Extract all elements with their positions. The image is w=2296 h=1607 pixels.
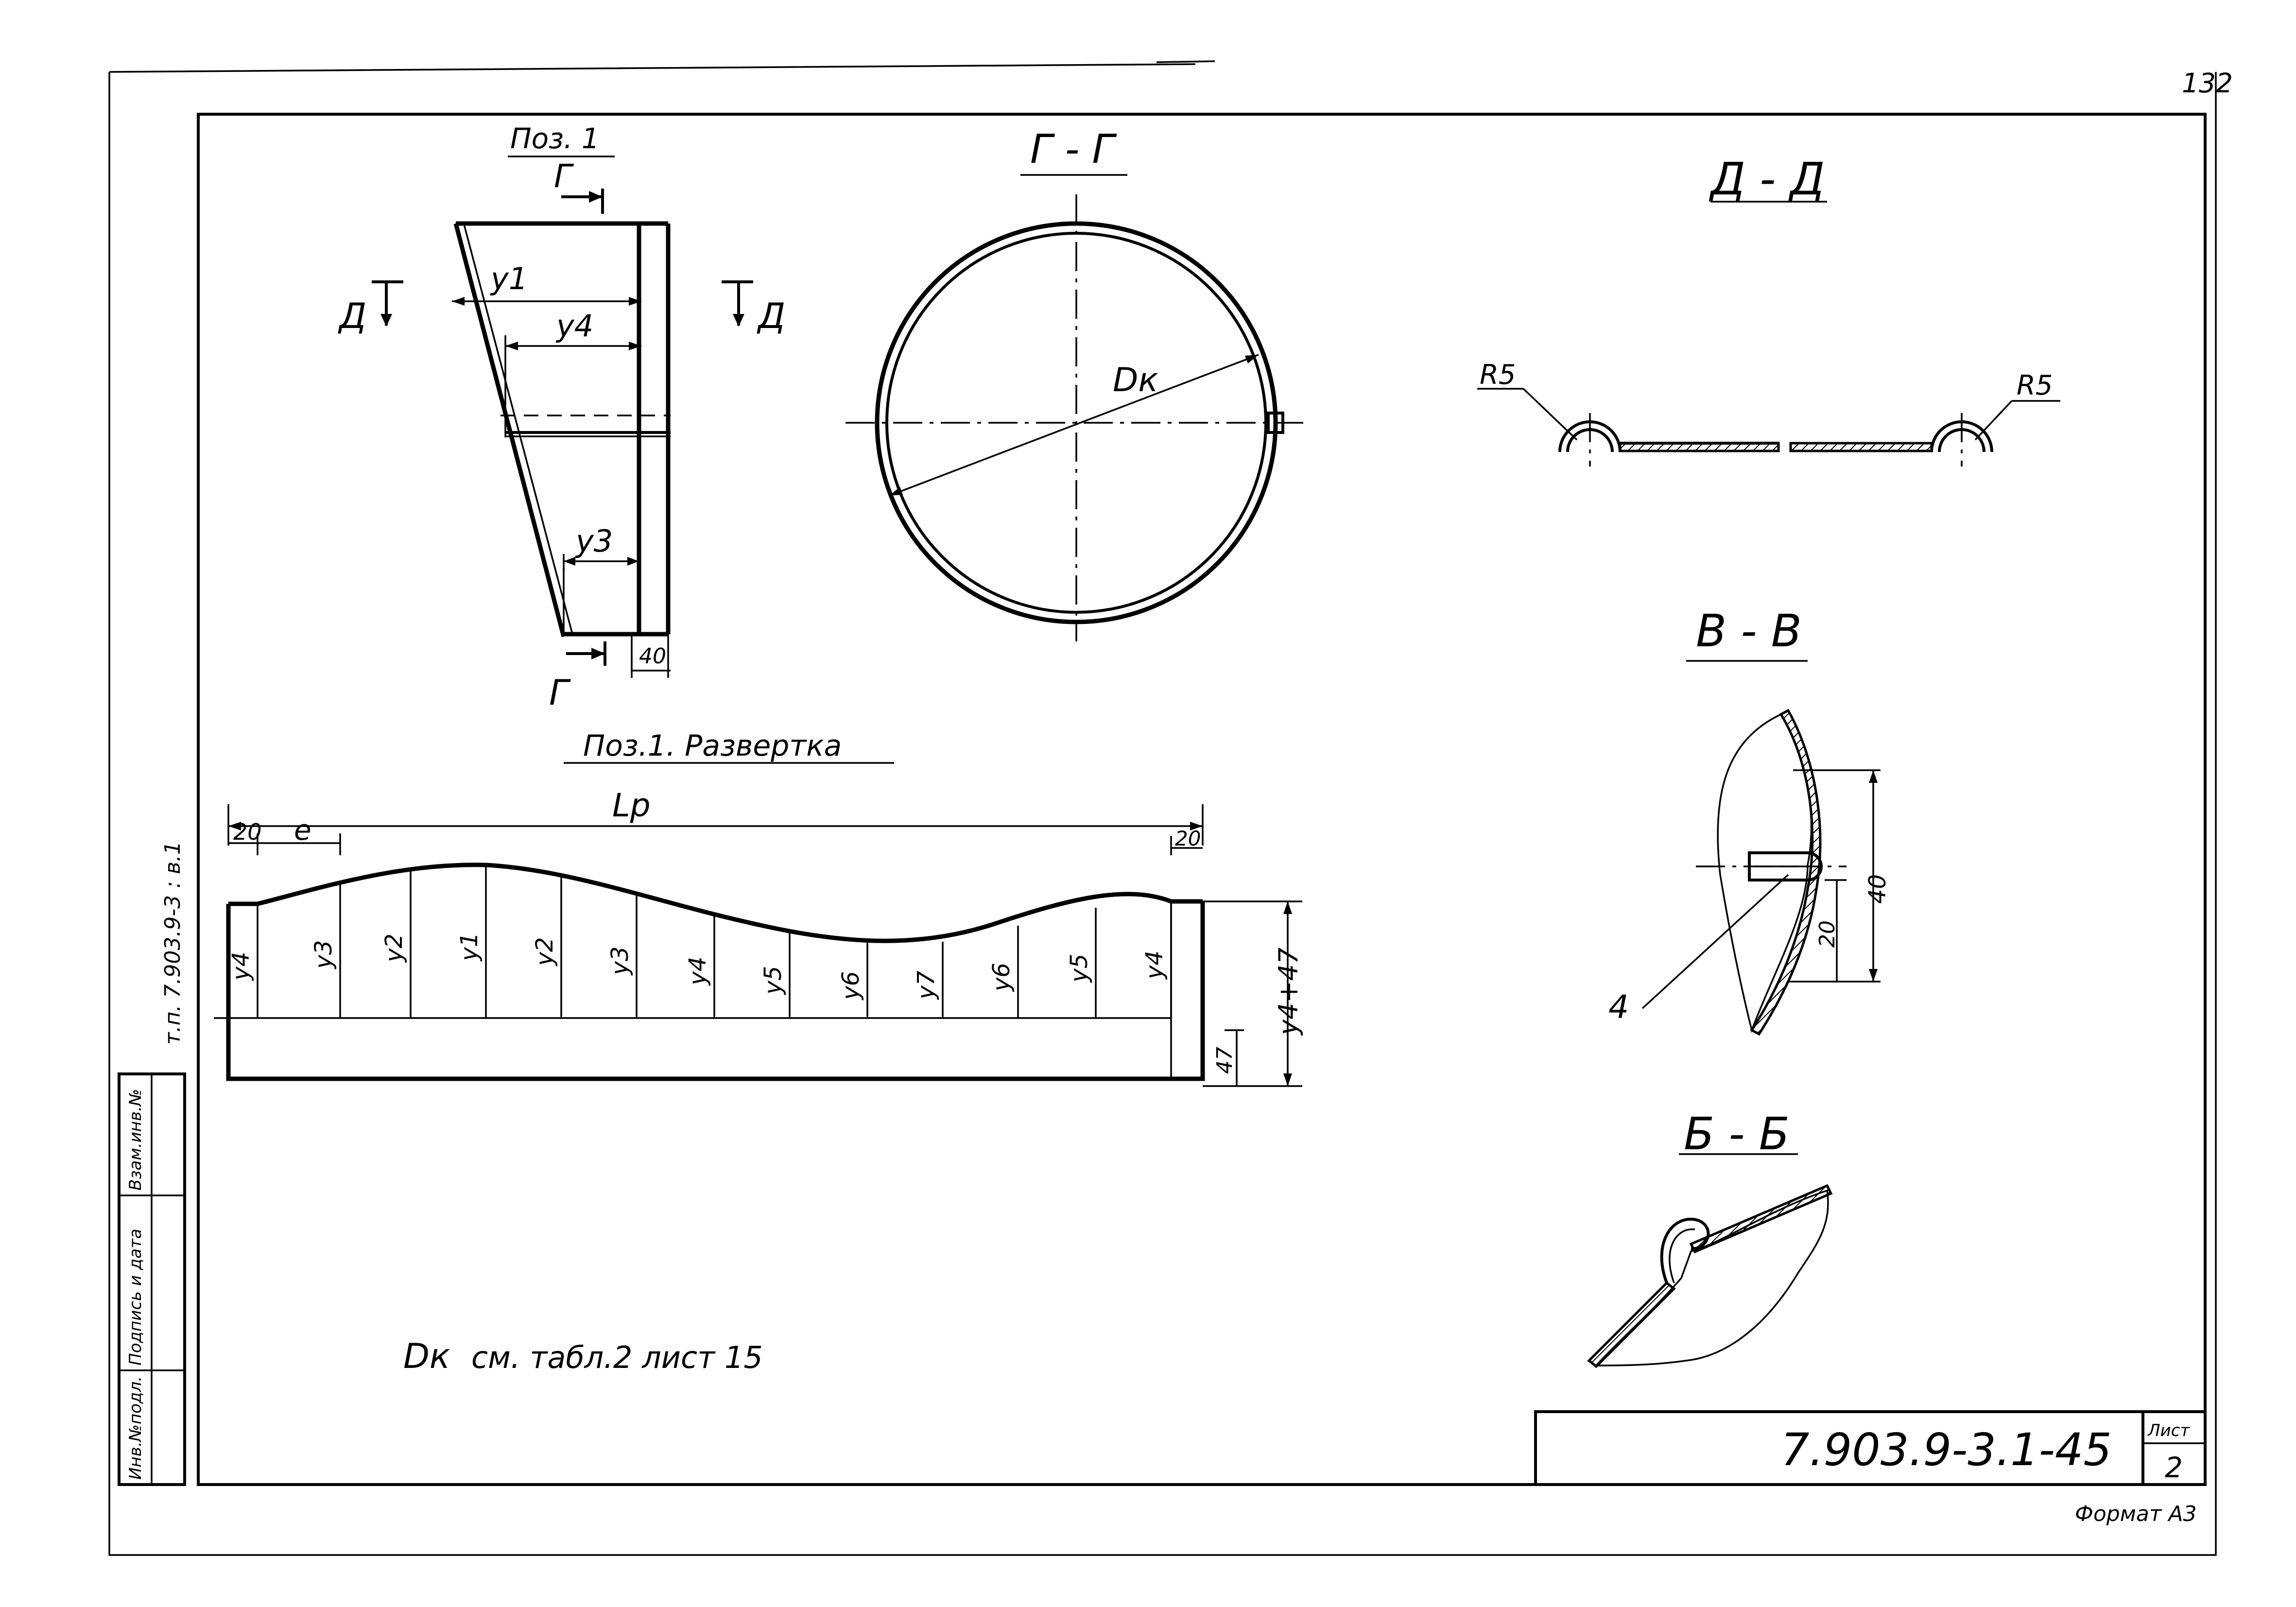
ordinate-label: y2: [531, 937, 558, 967]
pos1-title: Поз. 1: [510, 122, 600, 155]
radius-left-r5: R5: [1480, 359, 1516, 391]
section-dd-title: Д - Д: [1709, 153, 1825, 205]
ordinate-label: y5: [1066, 954, 1093, 984]
ordinate-label: y4: [227, 952, 255, 982]
development-view: Поз.1. Развертка Lp 20 e 20 y4 y3 y2 y1 y2 y3…: [214, 729, 1304, 1087]
title-block: 7.903.9-3.1-45 Лист 2: [1534, 1410, 2207, 1486]
ordinate-label: y3: [606, 947, 634, 976]
note-text: см. табл.2 лист 15: [471, 1340, 763, 1375]
height-y4-47: y4+47: [1273, 948, 1304, 1036]
dim-width-40: 40: [639, 644, 666, 669]
ordinate-lines: y4 y3 y2 y1 y2 y3 y4 y5 y6 y7 y6 y5 y4: [227, 865, 1172, 1018]
ordinate-label: y4: [684, 957, 711, 986]
dim-y4: y4: [555, 308, 593, 344]
stamp-signature: Подпись и дата: [126, 1228, 145, 1365]
section-gg: Г - Г Dк: [846, 126, 1307, 641]
dim-y1: y1: [490, 261, 528, 296]
dim-right-20: 20: [1175, 827, 1201, 850]
section-mark-d-right: Д: [757, 295, 785, 336]
inner-frame: [197, 113, 2207, 1486]
pos1-view: Поз. 1 Г Д Д y1: [338, 122, 785, 713]
ordinate-label: y6: [988, 963, 1015, 992]
side-stamp: Инв.№подл. Подпись и дата Взам.инв.№: [118, 1072, 186, 1486]
note: Dк см. табл.2 лист 15: [403, 1336, 763, 1376]
ordinate-label: y4: [1141, 950, 1168, 980]
section-mark-g-bottom: Г: [549, 672, 571, 713]
stamp-replacement: Взам.инв.№: [126, 1089, 145, 1191]
ordinate-label: y5: [760, 966, 787, 996]
dim-vv-20: 20: [1815, 920, 1840, 948]
sheet-number: 2: [2165, 1451, 2183, 1484]
section-vv-title: В - В: [1696, 605, 1802, 657]
base-dim-47: 47: [1212, 1047, 1237, 1074]
ordinate-label: y1: [456, 933, 483, 962]
ordinate-label: y7: [913, 970, 940, 1000]
section-bb: Б - Б: [1587, 1108, 1833, 1368]
margin-reference: т.п. 7.903.9-3 : в.1: [160, 841, 185, 1045]
section-dd: Д - Д R5 R5: [1477, 153, 2060, 467]
dim-vv-40: 40: [1864, 874, 1891, 904]
length-lp: Lp: [612, 787, 651, 824]
section-vv: В - В 40 20 4: [1608, 605, 1891, 1036]
format-label: Формат А3: [2075, 1502, 2197, 1526]
ordinate-label: y3: [310, 940, 337, 970]
ordinate-label: y6: [837, 971, 864, 1001]
stamp-inventory: Инв.№подл.: [126, 1376, 145, 1480]
dim-left-20: 20: [233, 819, 262, 845]
dim-y3: y3: [575, 523, 613, 559]
section-gg-title: Г - Г: [1030, 126, 1117, 173]
section-bb-title: Б - Б: [1684, 1108, 1790, 1160]
dim-step-e: e: [294, 813, 311, 847]
diameter-label-dk: Dк: [1113, 361, 1158, 399]
development-title: Поз.1. Развертка: [583, 729, 842, 763]
ordinate-label: y2: [380, 933, 408, 963]
sheet-label: Лист: [2147, 1421, 2190, 1440]
radius-right-r5: R5: [2017, 370, 2053, 401]
section-mark-d-left: Д: [338, 295, 366, 336]
leader-4: 4: [1608, 988, 1629, 1026]
document-code: 7.903.9-3.1-45: [1781, 1424, 2112, 1476]
outer-frame: [108, 60, 2217, 1556]
note-symbol: Dк: [403, 1336, 450, 1376]
section-mark-g-top: Г: [554, 157, 574, 195]
page-number: 132: [2182, 68, 2233, 99]
